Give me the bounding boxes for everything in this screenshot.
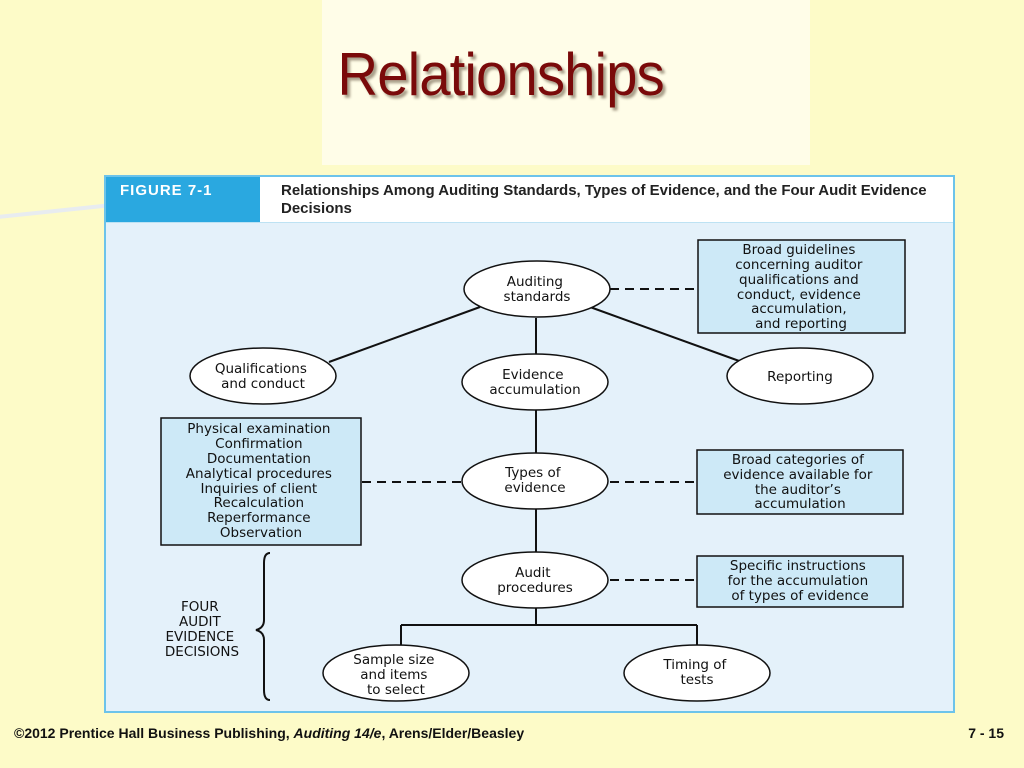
connector-standards-reporting <box>589 306 743 363</box>
connector-standards-qualifications <box>328 306 481 363</box>
decisions-brace <box>255 552 271 701</box>
text-evidence-types: Physical examination Confirmation Docume… <box>186 421 336 541</box>
node-timing <box>623 644 771 702</box>
node-reporting <box>726 347 874 405</box>
node-qualifications <box>189 347 337 405</box>
dashed-connectors <box>362 288 698 581</box>
node-auditing-standards <box>463 260 611 318</box>
label-types-of-evidence: Types of evidence <box>504 465 565 496</box>
label-timing: Timing of tests <box>662 657 730 688</box>
footer-book-title: Auditing 14/e <box>293 725 382 741</box>
footer-copyright: ©2012 Prentice Hall Business Publishing, <box>14 725 290 741</box>
figure-header: FIGURE 7-1 Relationships Among Auditing … <box>106 177 953 223</box>
label-reporting: Reporting <box>767 369 833 385</box>
label-audit-procedures: Audit procedures <box>497 565 573 596</box>
label-sample-size: Sample size and items to select <box>353 652 438 698</box>
footer-citation: ©2012 Prentice Hall Business Publishing,… <box>14 725 524 741</box>
text-categories: Broad categories of evidence available f… <box>723 452 877 512</box>
decisions-label: FOUR AUDIT EVIDENCE DECISIONS <box>165 599 239 660</box>
page-number: 7 - 15 <box>968 725 1004 741</box>
label-auditing-standards: Auditing standards <box>504 274 571 305</box>
label-qualifications: Qualifications and conduct <box>215 361 311 392</box>
footer-authors: , Arens/Elder/Beasley <box>381 725 525 741</box>
box-guidelines <box>697 239 906 334</box>
node-audit-procedures <box>461 551 609 609</box>
slide-title: Relationships <box>337 41 664 108</box>
title-panel <box>322 0 810 165</box>
footer: ©2012 Prentice Hall Business Publishing,… <box>0 722 1024 747</box>
text-instructions: Specific instructions for the accumulati… <box>728 558 873 604</box>
figure-caption: Relationships Among Auditing Standards, … <box>281 182 927 217</box>
node-sample-size <box>322 644 470 702</box>
text-guidelines: Broad guidelines concerning auditor qual… <box>735 242 867 332</box>
node-types-of-evidence <box>461 452 609 510</box>
label-evidence-accumulation: Evidence accumulation <box>489 367 580 398</box>
solid-connectors <box>328 306 743 646</box>
figure-label: FIGURE 7-1 <box>106 177 260 222</box>
box-categories <box>696 449 904 515</box>
box-instructions <box>696 555 904 608</box>
box-evidence-types <box>160 417 362 546</box>
node-evidence-accumulation <box>461 353 609 411</box>
